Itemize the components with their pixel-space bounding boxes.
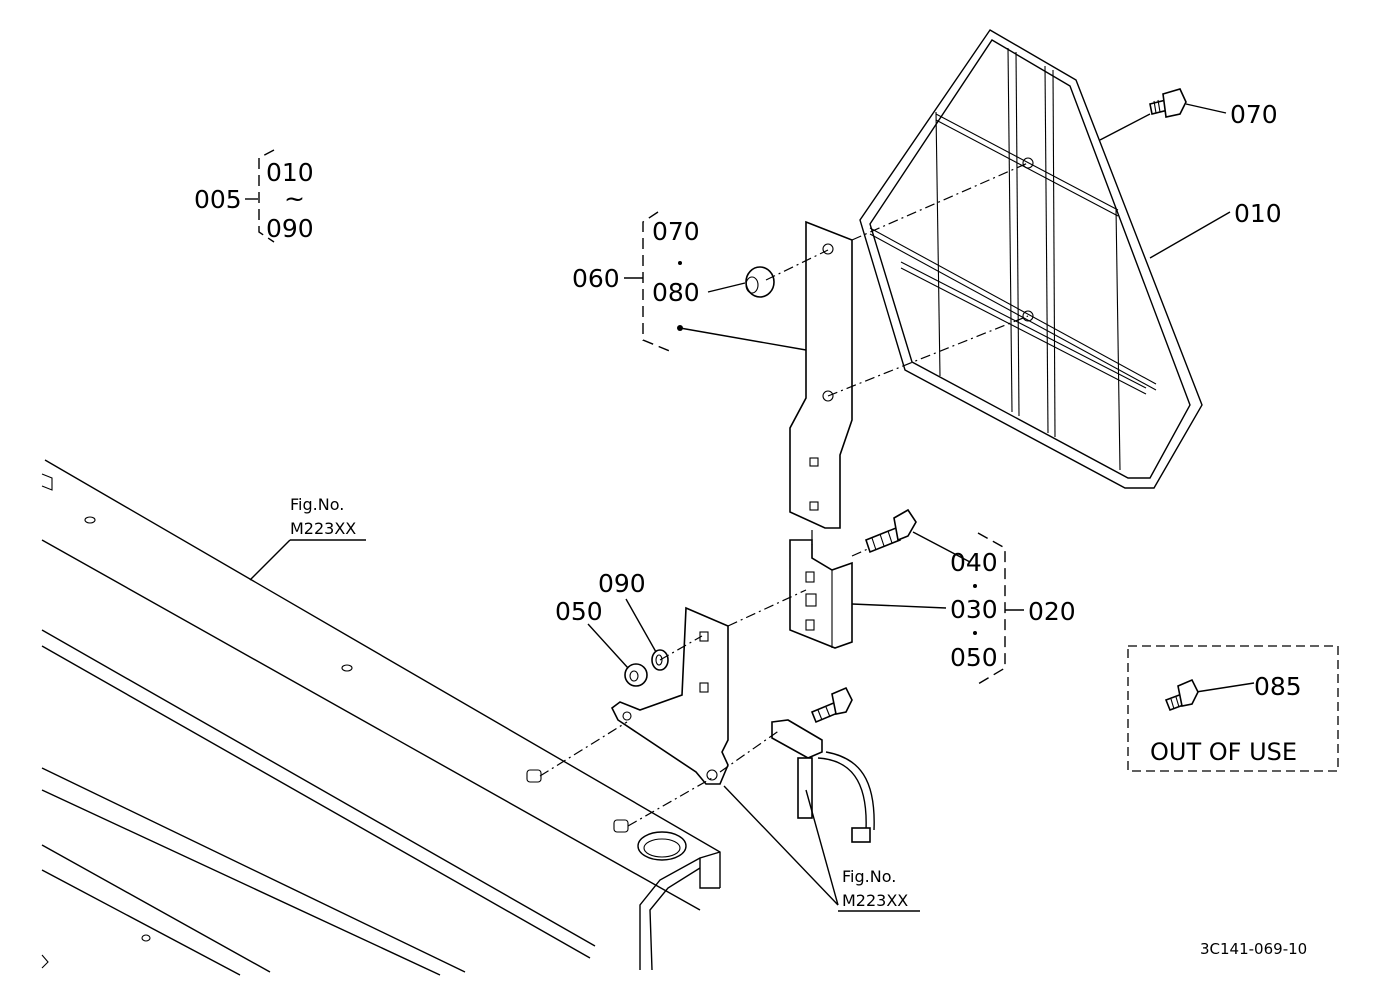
bracket-020-group <box>977 532 1006 685</box>
range-from-010[interactable]: 010 <box>266 158 314 187</box>
callout-070-top[interactable]: 070 <box>1230 100 1278 129</box>
spacer-080 <box>745 266 775 298</box>
callout-080[interactable]: 080 <box>652 278 700 307</box>
lower-bracket <box>610 606 729 785</box>
callout-050[interactable]: 050 <box>555 597 603 626</box>
bolt-040 <box>865 508 917 554</box>
fig-ref-1-number[interactable]: M223XX <box>290 519 356 538</box>
fig-ref-1-label: Fig.No. <box>290 495 344 514</box>
callout-010[interactable]: 010 <box>1234 199 1282 228</box>
callout-labels: 070 010 060 070 080 040 030 050 020 090 … <box>555 100 1282 685</box>
frame <box>41 459 721 976</box>
ground-bolt <box>810 686 853 724</box>
drawing-code: 3C141-069-10 <box>1200 940 1307 958</box>
fig-ref-2-label: Fig.No. <box>842 867 896 886</box>
callout-030[interactable]: 030 <box>950 595 998 624</box>
nut-050 <box>624 663 648 687</box>
bolt-070-top <box>1149 88 1187 118</box>
fig-ref-1: Fig.No. M223XX <box>290 495 366 541</box>
callout-020[interactable]: 020 <box>1028 597 1076 626</box>
bracket-060 <box>789 220 853 529</box>
callout-020-050[interactable]: 050 <box>950 643 998 672</box>
hinge-030 <box>789 539 853 649</box>
out-of-use-box: 085 OUT OF USE <box>1127 645 1339 772</box>
range-to-090[interactable]: 090 <box>266 214 314 243</box>
callout-060-070[interactable]: 070 <box>652 217 700 246</box>
callout-060[interactable]: 060 <box>572 264 620 293</box>
out-of-use-label: OUT OF USE <box>1150 738 1297 766</box>
leader-lines <box>249 103 1255 906</box>
bracket-060-group <box>642 211 673 353</box>
callout-085[interactable]: 085 <box>1254 672 1302 701</box>
callout-005[interactable]: 005 <box>194 185 242 214</box>
callout-090[interactable]: 090 <box>598 569 646 598</box>
deflector-panel-010 <box>859 29 1203 489</box>
callout-040[interactable]: 040 <box>950 548 998 577</box>
assembly-group-005: 005 010 ~ 090 <box>194 149 314 243</box>
assembly-lines <box>539 162 1029 827</box>
group-bracket <box>258 149 275 243</box>
ground-cable <box>771 719 875 843</box>
range-separator: ~ <box>284 184 305 213</box>
fig-ref-2: Fig.No. M223XX <box>838 867 920 912</box>
fig-ref-2-number[interactable]: M223XX <box>842 891 908 910</box>
